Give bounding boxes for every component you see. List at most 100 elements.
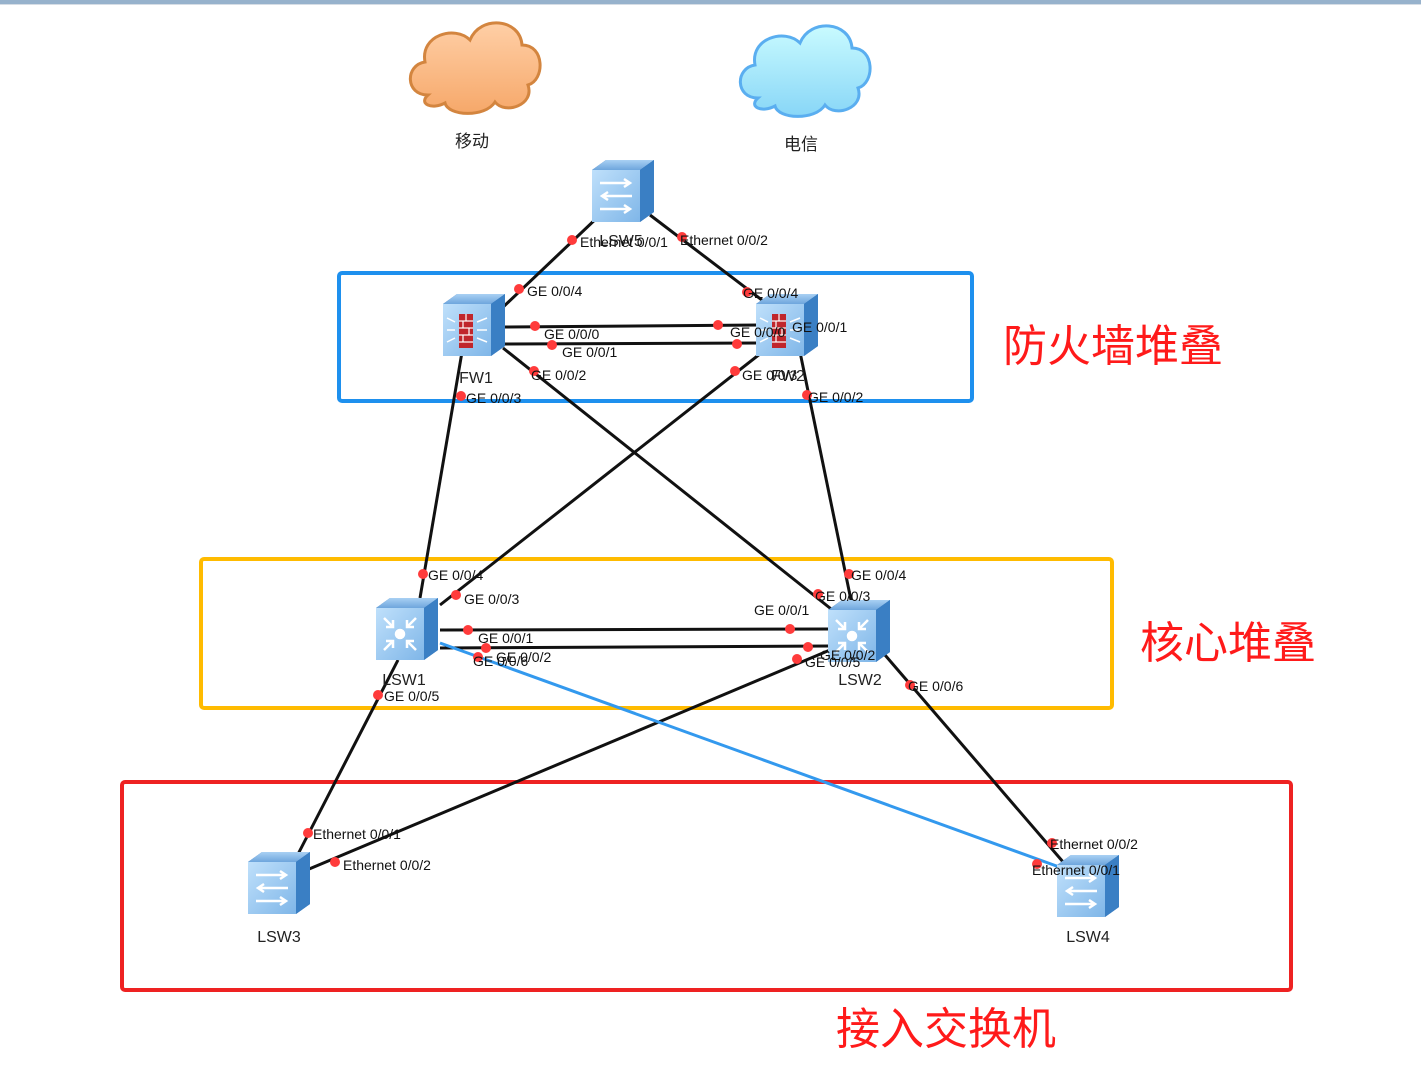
group-label-access-switches: 接入交换机 xyxy=(836,1004,1056,1055)
device-lsw3[interactable] xyxy=(248,852,310,914)
link-lsw5-fw2[interactable] xyxy=(649,213,776,312)
links xyxy=(293,213,1072,874)
port-label: GE 0/0/2 xyxy=(531,367,586,383)
link-lsw2-lsw3[interactable] xyxy=(301,648,831,874)
link-lsw2-lsw4[interactable] xyxy=(883,654,1072,871)
port-dot xyxy=(481,643,491,653)
cloud-cmcc[interactable]: 移动 xyxy=(408,21,542,152)
switch-icon xyxy=(255,869,289,907)
device-label-fw2: FW2 xyxy=(771,368,805,385)
port-dot xyxy=(330,857,340,867)
core-switch-icon xyxy=(835,619,869,653)
cloud-label: 电信 xyxy=(784,135,818,155)
port-label: GE 0/0/1 xyxy=(562,344,617,360)
link-fw1-lsw2[interactable] xyxy=(502,346,846,622)
port-dot xyxy=(792,654,802,664)
port-dot xyxy=(530,321,540,331)
port-dot xyxy=(785,624,795,634)
device-label-lsw5: LSW5 xyxy=(599,233,643,250)
port-dot xyxy=(742,287,752,297)
device-label-lsw2: LSW2 xyxy=(838,672,882,689)
cloud-icon xyxy=(738,24,872,118)
port-dot xyxy=(303,828,313,838)
device-lsw2[interactable] xyxy=(828,600,890,662)
port-label: GE 0/0/4 xyxy=(428,567,483,583)
port-label: Ethernet 0/0/2 xyxy=(680,232,768,248)
port-label: GE 0/0/2 xyxy=(820,647,875,663)
device-lsw5[interactable] xyxy=(592,160,654,222)
port-dot xyxy=(373,690,383,700)
port-label: GE 0/0/2 xyxy=(808,389,863,405)
port-label: GE 0/0/6 xyxy=(473,653,528,669)
port-dot xyxy=(567,235,577,245)
port-dot xyxy=(514,284,524,294)
port-dot xyxy=(732,339,742,349)
port-dot xyxy=(803,642,813,652)
port-label: GE 0/0/3 xyxy=(466,390,521,406)
device-label-lsw4: LSW4 xyxy=(1066,929,1110,946)
port-label: GE 0/0/4 xyxy=(527,283,582,299)
group-label-core-stack: 核心堆叠 xyxy=(1140,618,1316,669)
core-switch-icon xyxy=(383,617,417,651)
port-label: GE 0/0/0 xyxy=(544,326,599,342)
link-lsw1-lsw2-ge001[interactable] xyxy=(439,627,831,632)
cloud-ctcc[interactable]: 电信 xyxy=(738,24,872,155)
link-lsw5-fw1[interactable] xyxy=(498,213,602,312)
port-dot xyxy=(463,625,473,635)
device-label-lsw3: LSW3 xyxy=(257,929,301,946)
port-dot xyxy=(713,320,723,330)
switch-icon xyxy=(1064,872,1098,910)
device-label-fw1: FW1 xyxy=(459,370,493,387)
port-dot xyxy=(451,590,461,600)
port-label: GE 0/0/3 xyxy=(464,591,519,607)
port-dot xyxy=(677,232,687,242)
port-label: GE 0/0/3 xyxy=(815,588,870,604)
port-label: GE 0/0/1 xyxy=(478,630,533,646)
port-dot xyxy=(547,340,557,350)
port-dot xyxy=(844,569,854,579)
port-dot xyxy=(802,390,812,400)
core-stack-box xyxy=(199,557,1114,710)
port-labels: Ethernet 0/0/1 Ethernet 0/0/2 GE 0/0/4 G… xyxy=(313,232,1138,878)
device-lsw1[interactable] xyxy=(376,598,438,660)
link-lsw1-lsw4[interactable] xyxy=(439,641,1063,870)
port-dot xyxy=(529,366,539,376)
port-dot xyxy=(456,391,466,401)
device-fw1[interactable] xyxy=(443,294,505,356)
port-dot xyxy=(473,652,483,662)
port-dot xyxy=(813,589,823,599)
port-label: GE 0/0/0 xyxy=(730,324,785,340)
port-label: GE 0/0/2 xyxy=(496,649,551,665)
link-fw1-fw2-ge001[interactable] xyxy=(504,341,761,346)
port-dot xyxy=(1047,838,1057,848)
port-dot xyxy=(730,366,740,376)
port-dots xyxy=(303,232,1057,869)
switch-icon xyxy=(599,177,633,215)
access-switches-box xyxy=(120,780,1293,992)
port-label: GE 0/0/1 xyxy=(754,602,809,618)
port-dot xyxy=(418,569,428,579)
port-label: GE 0/0/5 xyxy=(805,654,860,670)
firewall-stack-box xyxy=(337,271,974,403)
port-label: Ethernet 0/0/1 xyxy=(313,826,401,842)
port-label: Ethernet 0/0/2 xyxy=(343,857,431,873)
link-fw2-lsw1[interactable] xyxy=(439,348,766,607)
firewall-icon xyxy=(759,314,801,348)
port-label: GE 0/0/5 xyxy=(384,688,439,704)
firewall-icon xyxy=(446,314,488,348)
port-label: GE 0/0/4 xyxy=(743,285,798,301)
link-fw1-lsw1[interactable] xyxy=(418,351,464,599)
cloud-icon xyxy=(408,21,542,115)
port-label: GE 0/0/1 xyxy=(792,319,847,335)
device-lsw4[interactable] xyxy=(1057,855,1119,917)
link-lsw1-lsw2-ge002[interactable] xyxy=(439,644,831,650)
port-label: Ethernet 0/0/2 xyxy=(1050,836,1138,852)
port-label: GE 0/0/3 xyxy=(742,367,797,383)
port-dot xyxy=(905,680,915,690)
port-label: GE 0/0/6 xyxy=(908,678,963,694)
cloud-label: 移动 xyxy=(455,132,489,152)
port-label: Ethernet 0/0/1 xyxy=(1032,862,1120,878)
window-top-border xyxy=(0,0,1421,5)
device-fw2[interactable] xyxy=(756,294,818,356)
